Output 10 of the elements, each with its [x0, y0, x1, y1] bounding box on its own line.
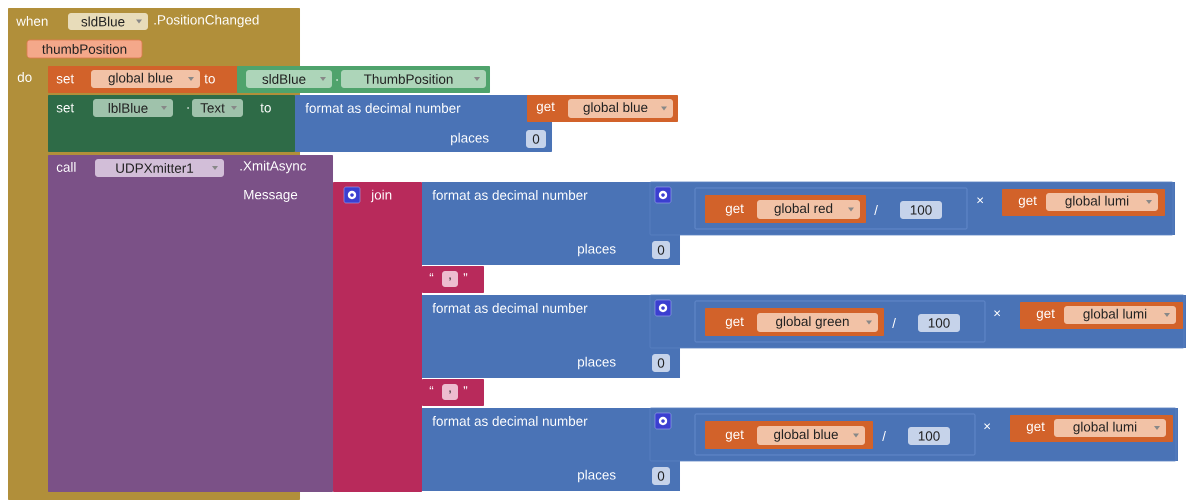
dropdown-field: ThumbPosition — [341, 70, 486, 88]
node-label: “ — [429, 273, 434, 277]
node-label: ” — [463, 273, 468, 277]
node-label: “ — [429, 386, 434, 390]
parameter-field: thumbPosition — [26, 39, 143, 59]
dropdown-field: sldBlue — [246, 70, 332, 88]
dropdown-field: global blue — [91, 70, 200, 88]
dropdown-field: sldBlue — [68, 13, 148, 30]
join-block: join — [333, 182, 422, 492]
node-label: ” — [463, 386, 468, 390]
